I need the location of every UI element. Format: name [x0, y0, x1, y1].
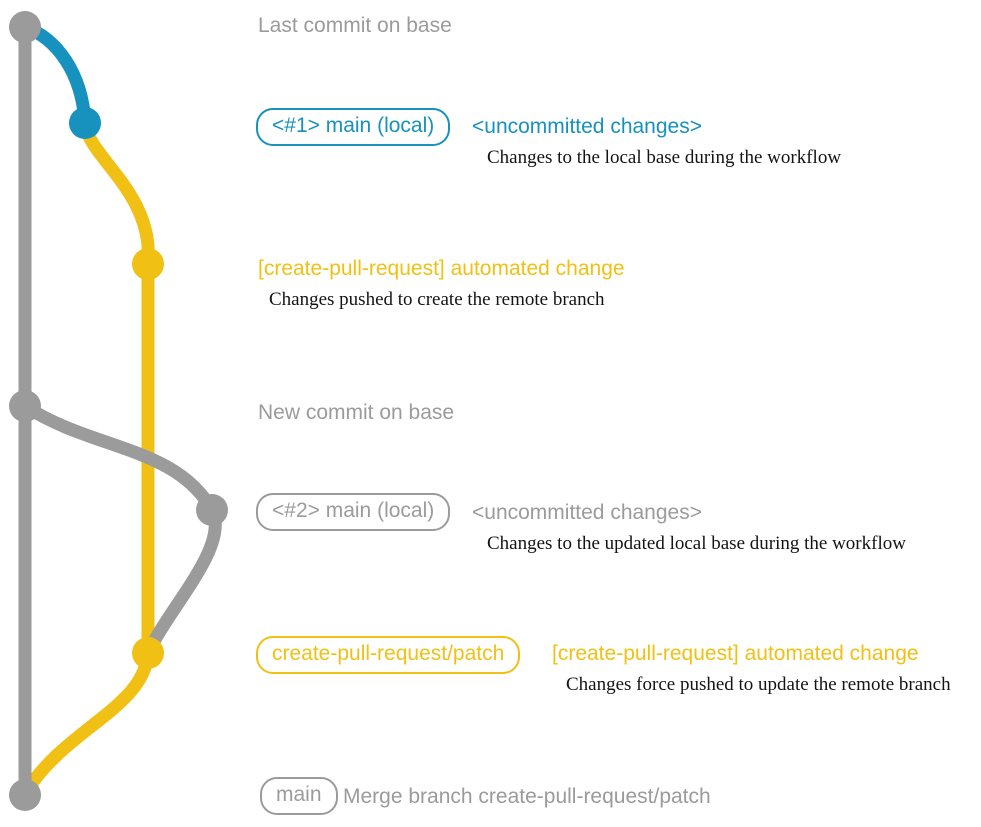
- label-merge-branch: Merge branch create-pull-request/patch: [343, 785, 711, 808]
- commit-dot-automated-change-1: [132, 248, 164, 280]
- caption-changes-pushed: Changes pushed to create the remote bran…: [269, 289, 605, 310]
- caption-changes-force-pushed: Changes force pushed to update the remot…: [566, 674, 951, 695]
- label-new-commit-on-base: New commit on base: [258, 401, 455, 424]
- commit-dot-automated-change-2: [132, 637, 164, 669]
- caption-updated-local-base-changes: Changes to the updated local base during…: [487, 533, 906, 554]
- commit-dot-main-local-1: [69, 107, 101, 139]
- branch-badge-main-local-2: <#2> main (local): [256, 493, 451, 531]
- patch-branch-line: [19, 116, 155, 799]
- label-last-commit-on-base: Last commit on base: [258, 14, 452, 37]
- label-uncommitted-changes-2: <uncommitted changes>: [472, 501, 702, 524]
- caption-local-base-changes: Changes to the local base during the wor…: [487, 147, 842, 168]
- branch-badge-main: main: [260, 777, 338, 815]
- branch-badge-main-local-1: <#1> main (local): [256, 108, 451, 146]
- label-automated-change-2: [create-pull-request] automated change: [552, 642, 919, 665]
- commit-dot-last-base: [9, 11, 41, 43]
- commit-graph: [9, 11, 228, 811]
- label-uncommitted-changes-1: <uncommitted changes>: [472, 115, 702, 138]
- commit-dot-merge: [9, 779, 41, 811]
- commit-dot-new-base: [9, 390, 41, 422]
- commit-dot-main-local-2: [196, 494, 228, 526]
- rebase-branch-line: [18, 399, 222, 660]
- main-local-branch-line: [18, 20, 92, 130]
- label-automated-change-1: [create-pull-request] automated change: [258, 257, 625, 280]
- branch-badge-patch: create-pull-request/patch: [256, 636, 521, 674]
